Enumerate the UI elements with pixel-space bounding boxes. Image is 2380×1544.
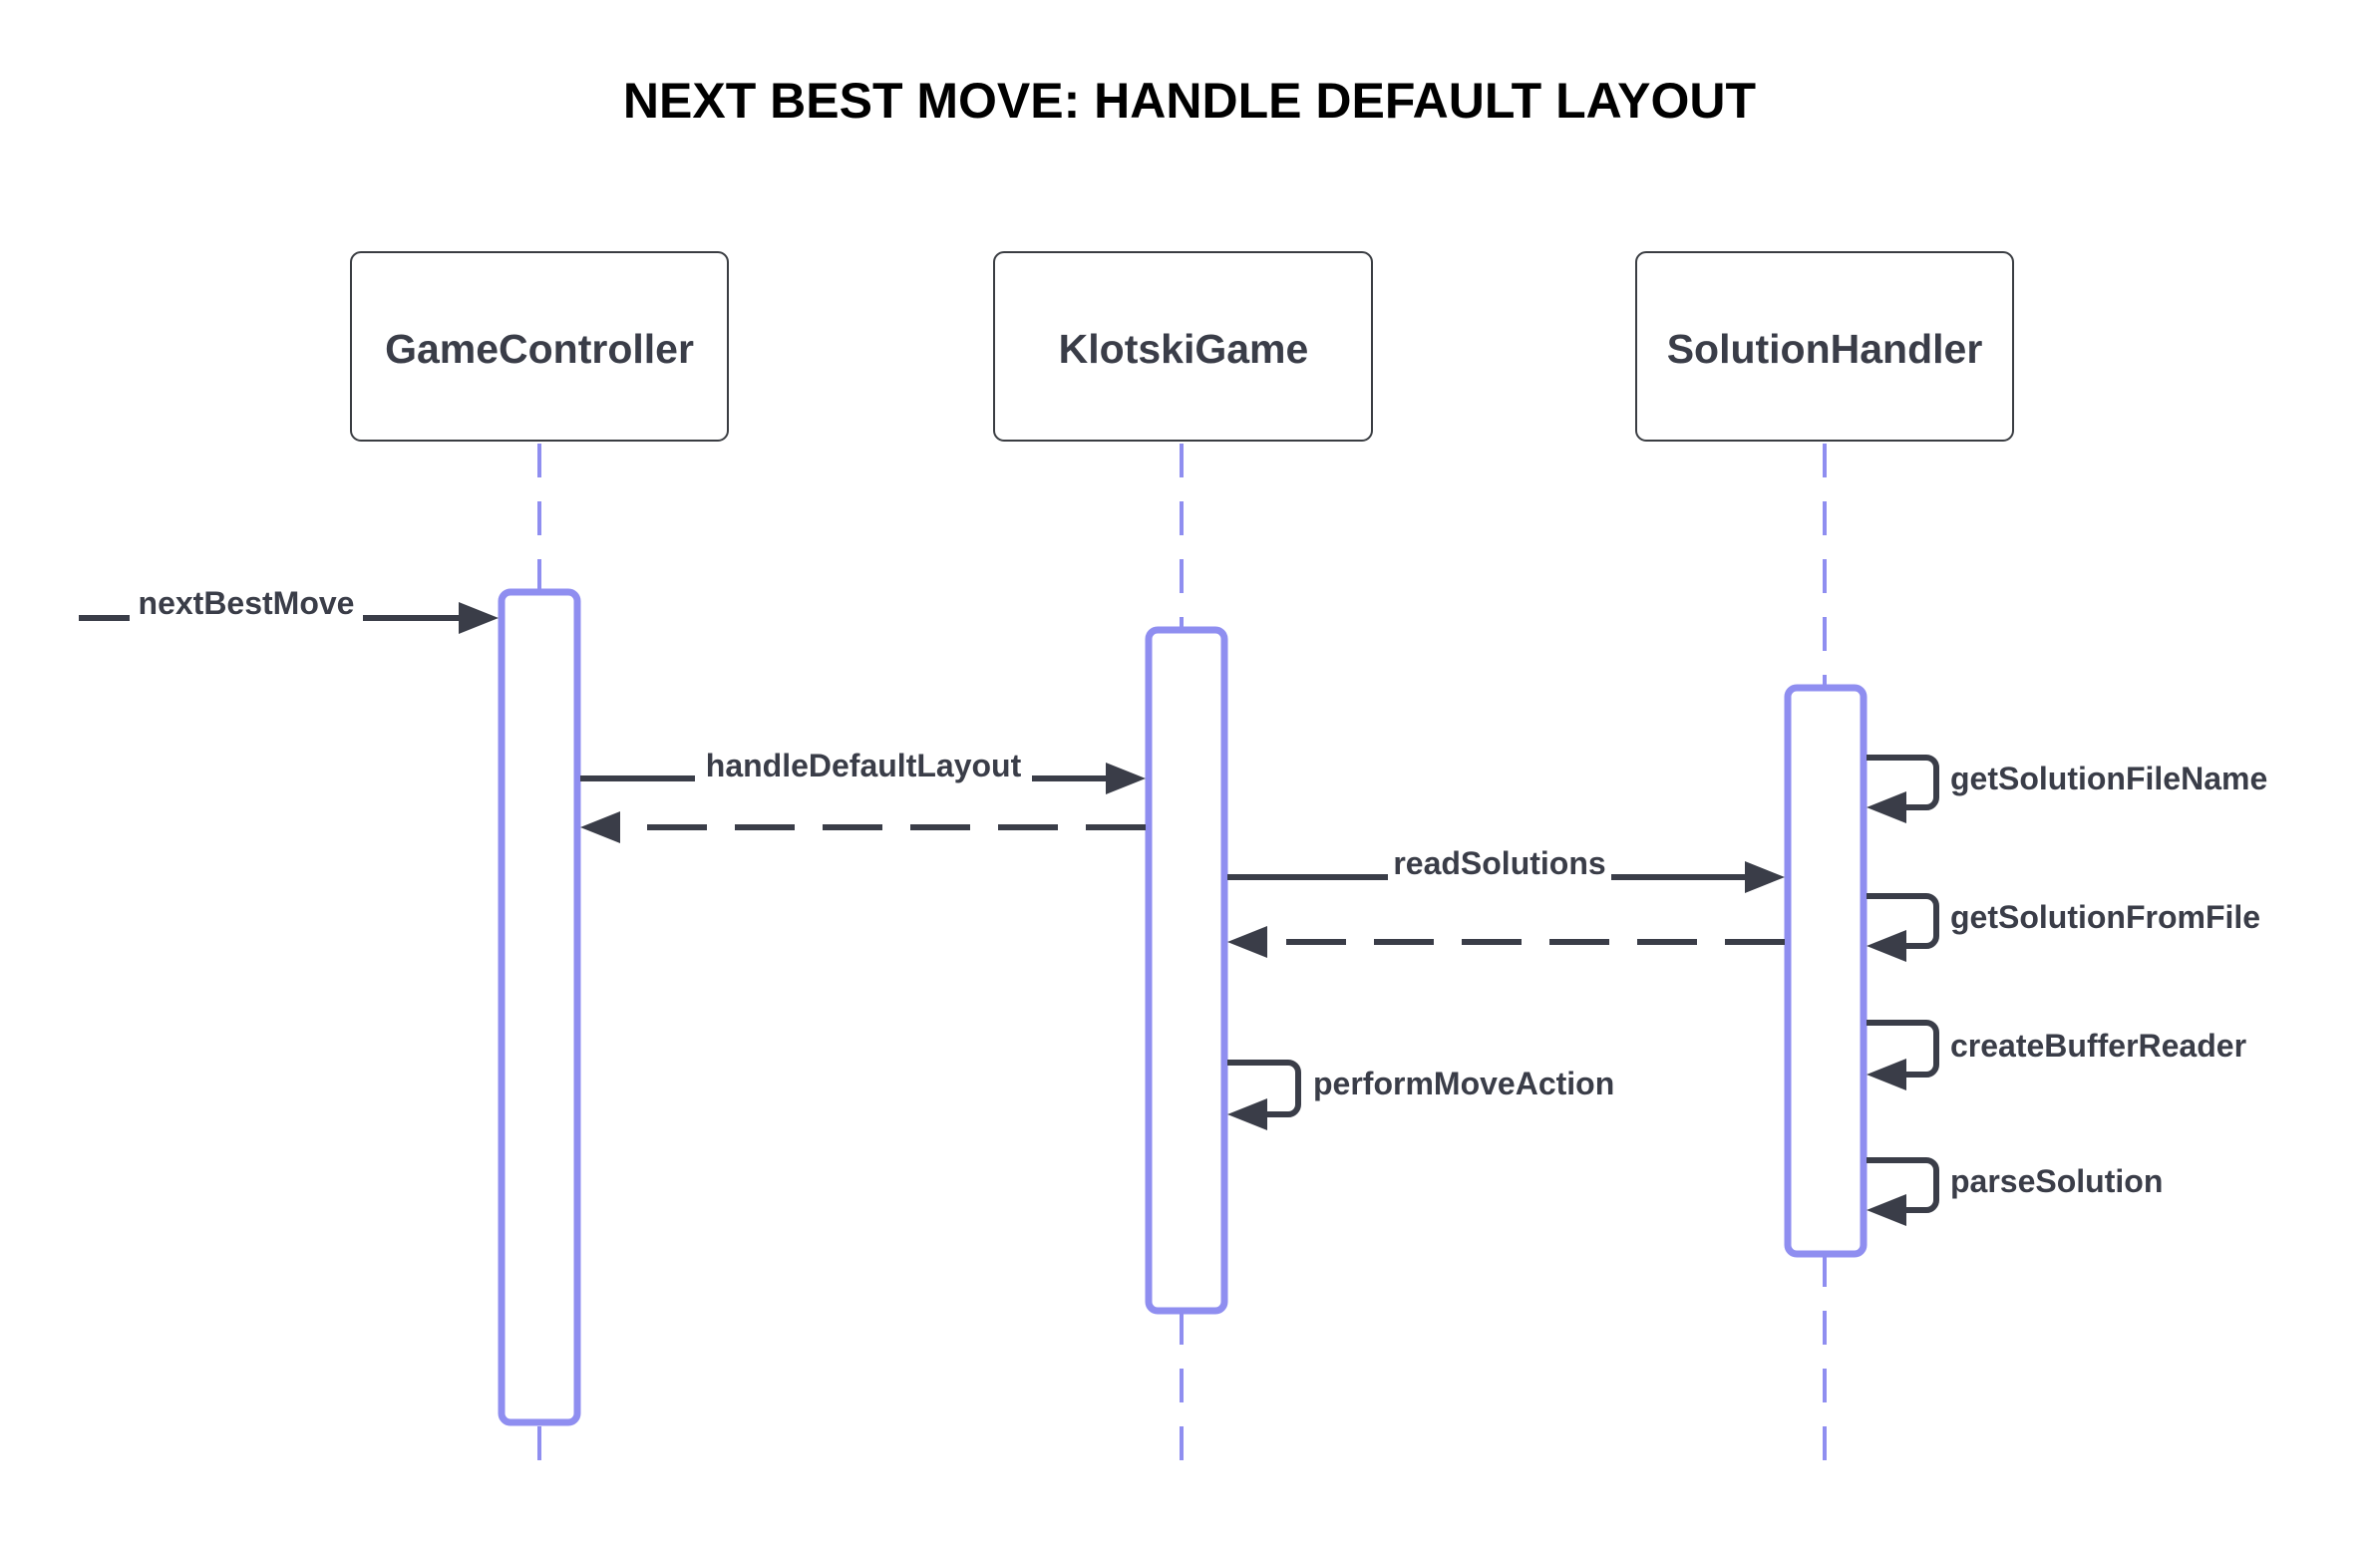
message-handledefaultlayout[interactable]: handleDefaultLayout	[580, 748, 1146, 795]
message-line	[1867, 1020, 1939, 1078]
arrowhead	[580, 811, 620, 843]
message-parsesolution[interactable]: parseSolution	[1867, 1157, 2163, 1226]
participant-box	[993, 251, 1373, 442]
label-background	[695, 752, 1032, 795]
participant-label: KlotskiGame	[1059, 326, 1309, 372]
activation-gamecontroller	[498, 588, 581, 1426]
participant-klotskigame[interactable]: KlotskiGame	[993, 251, 1373, 442]
arrowhead	[1745, 861, 1785, 893]
message-label: parseSolution	[1950, 1163, 2163, 1199]
arrowhead	[1106, 763, 1146, 794]
message-label: readSolutions	[1393, 845, 1605, 881]
message-label: nextBestMove	[139, 585, 355, 621]
message-nextbestmove[interactable]: nextBestMove	[79, 585, 499, 634]
participant-box	[350, 251, 729, 442]
message-readsolutions[interactable]: readSolutions	[1227, 845, 1785, 893]
label-background	[1388, 849, 1611, 893]
message-label: performMoveAction	[1313, 1066, 1614, 1101]
arrowhead	[1867, 791, 1906, 823]
message-getsolutionfilename[interactable]: getSolutionFileName	[1867, 755, 2267, 823]
participant-box	[1635, 251, 2014, 442]
arrowhead	[1867, 1194, 1906, 1226]
arrowhead	[1867, 930, 1906, 962]
message-return-handledefaultlayout[interactable]	[580, 811, 1146, 843]
arrowhead	[1227, 1098, 1267, 1130]
arrowhead	[1867, 1059, 1906, 1090]
message-label: createBufferReader	[1950, 1028, 2246, 1064]
message-line	[1867, 755, 1939, 810]
activation-solutionhandler	[1784, 684, 1868, 1258]
message-line	[1867, 1157, 1939, 1213]
label-background	[130, 590, 363, 634]
message-return-readsolutions[interactable]	[1227, 926, 1785, 958]
message-label: getSolutionFileName	[1950, 761, 2267, 796]
participant-gamecontroller[interactable]: GameController	[350, 251, 729, 442]
message-label: handleDefaultLayout	[706, 748, 1022, 783]
arrowhead	[459, 602, 499, 634]
message-line	[1867, 893, 1939, 949]
message-getsolutionfromfile[interactable]: getSolutionFromFile	[1867, 893, 2260, 962]
arrowhead	[1227, 926, 1267, 958]
message-createbufferreader[interactable]: createBufferReader	[1867, 1020, 2246, 1090]
participant-solutionhandler[interactable]: SolutionHandler	[1635, 251, 2014, 442]
message-label: getSolutionFromFile	[1950, 899, 2260, 935]
participant-label: GameController	[385, 326, 694, 372]
message-line	[1227, 1060, 1301, 1117]
activation-klotskigame	[1145, 626, 1228, 1315]
diagram-title: NEXT BEST MOVE: HANDLE DEFAULT LAYOUT	[623, 73, 1756, 129]
participant-label: SolutionHandler	[1667, 326, 1983, 372]
message-performmoveaction[interactable]: performMoveAction	[1227, 1060, 1614, 1130]
